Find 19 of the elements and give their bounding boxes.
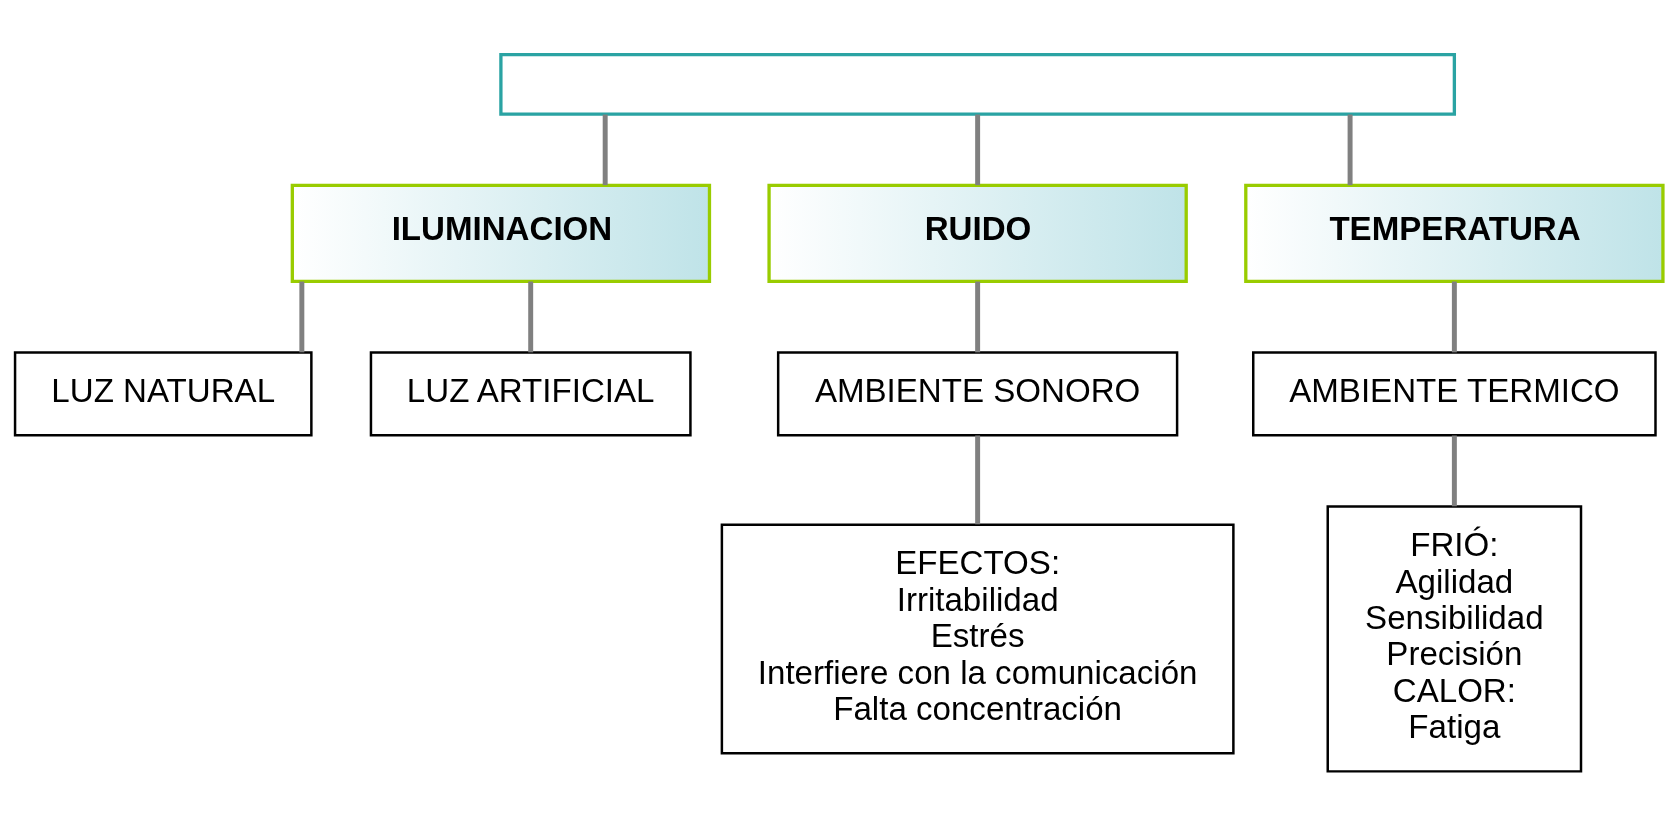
node-box: TEMPERATURA: [1244, 183, 1665, 284]
connector: [1347, 114, 1353, 186]
node-box: AMBIENTE TERMICO: [1252, 351, 1657, 437]
node-box: RUIDO: [767, 183, 1188, 284]
connector: [1451, 281, 1457, 353]
connector: [528, 281, 534, 353]
connector: [299, 281, 305, 353]
node-box: ILUMINACION: [290, 183, 712, 284]
node-box: FRIÓ: Agilidad Sensibilidad Precisión CALOR: Fatiga: [1326, 505, 1583, 773]
connector: [975, 281, 981, 353]
connector: [1451, 435, 1457, 507]
node-box: EFECTOS: Irritabilidad Estrés Interfiere con la comunicación Falta concentración: [720, 523, 1235, 755]
node-box: LUZ NATURAL: [13, 351, 313, 437]
node-box: LUZ ARTIFICIAL: [369, 351, 692, 437]
connector: [975, 114, 981, 186]
connector: [975, 435, 981, 525]
node-box: [499, 52, 1457, 116]
node-box: AMBIENTE SONORO: [776, 351, 1179, 437]
connector: [602, 114, 608, 186]
